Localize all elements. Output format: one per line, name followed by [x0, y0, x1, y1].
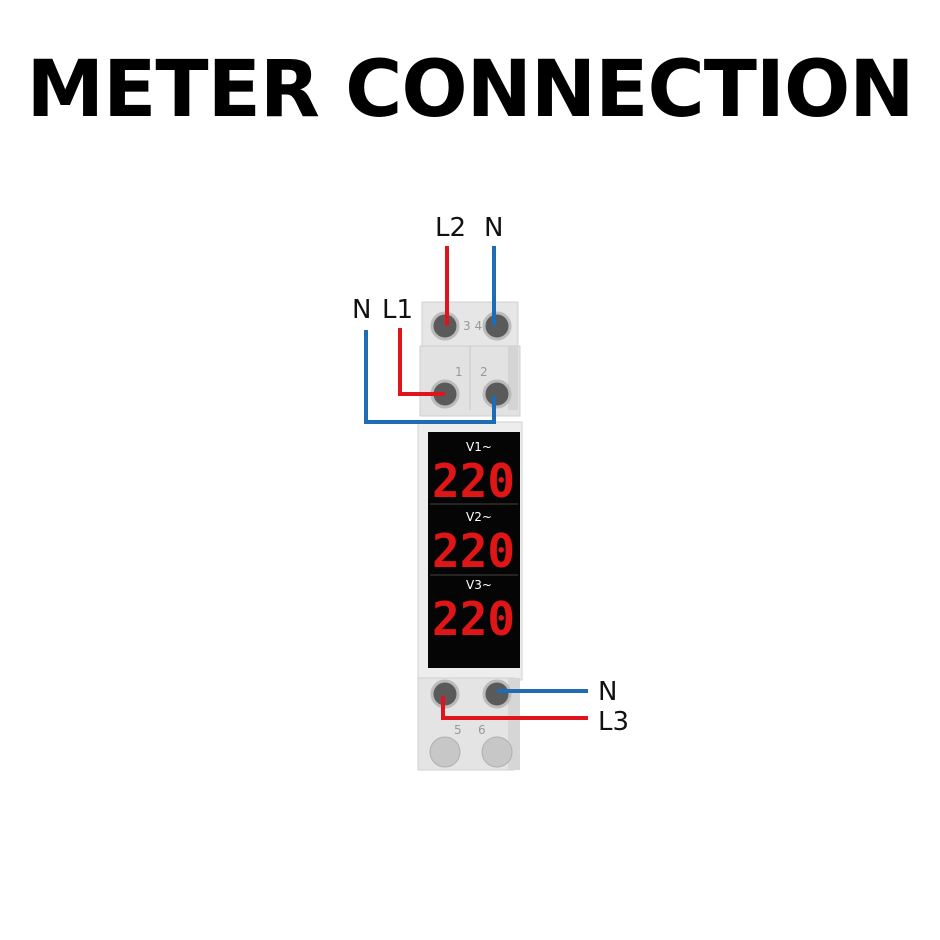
- lower-slot-right: [481, 736, 513, 768]
- terminal-number-5: 5: [454, 723, 462, 737]
- terminal-screws: [429, 311, 513, 768]
- wire-label-n-left: N: [352, 295, 371, 325]
- terminal-number-3-4: 3 4: [463, 319, 482, 333]
- lower-slot-left: [429, 736, 461, 768]
- channel-1-label: V1~: [466, 440, 492, 454]
- channel-3-label: V3~: [466, 578, 492, 592]
- channel-1-reading: 220: [432, 454, 515, 508]
- wire-label-l2: L2: [435, 213, 466, 243]
- wire-label-l3: L3: [598, 707, 629, 737]
- terminal-6-screw: [482, 679, 512, 709]
- terminal-number-6: 6: [478, 723, 486, 737]
- channel-2-label: V2~: [466, 510, 492, 524]
- wire-l3: [441, 696, 588, 720]
- wire-label-l1: L1: [382, 295, 413, 325]
- wire-n-left: [364, 330, 496, 424]
- terminal-number-2: 2: [480, 365, 488, 379]
- page-title: METER CONNECTION: [26, 45, 914, 135]
- wire-l1: [398, 328, 445, 396]
- wire-label-n-top: N: [484, 213, 503, 243]
- terminal-number-1: 1: [455, 365, 463, 379]
- terminal-4-screw: [482, 311, 512, 341]
- channel-3-reading: 220: [432, 592, 515, 646]
- terminal-2-screw: [482, 379, 512, 409]
- channel-2-reading: 220: [432, 524, 515, 578]
- display-panel: [428, 432, 520, 668]
- wire-label-n-bottom: N: [598, 677, 617, 707]
